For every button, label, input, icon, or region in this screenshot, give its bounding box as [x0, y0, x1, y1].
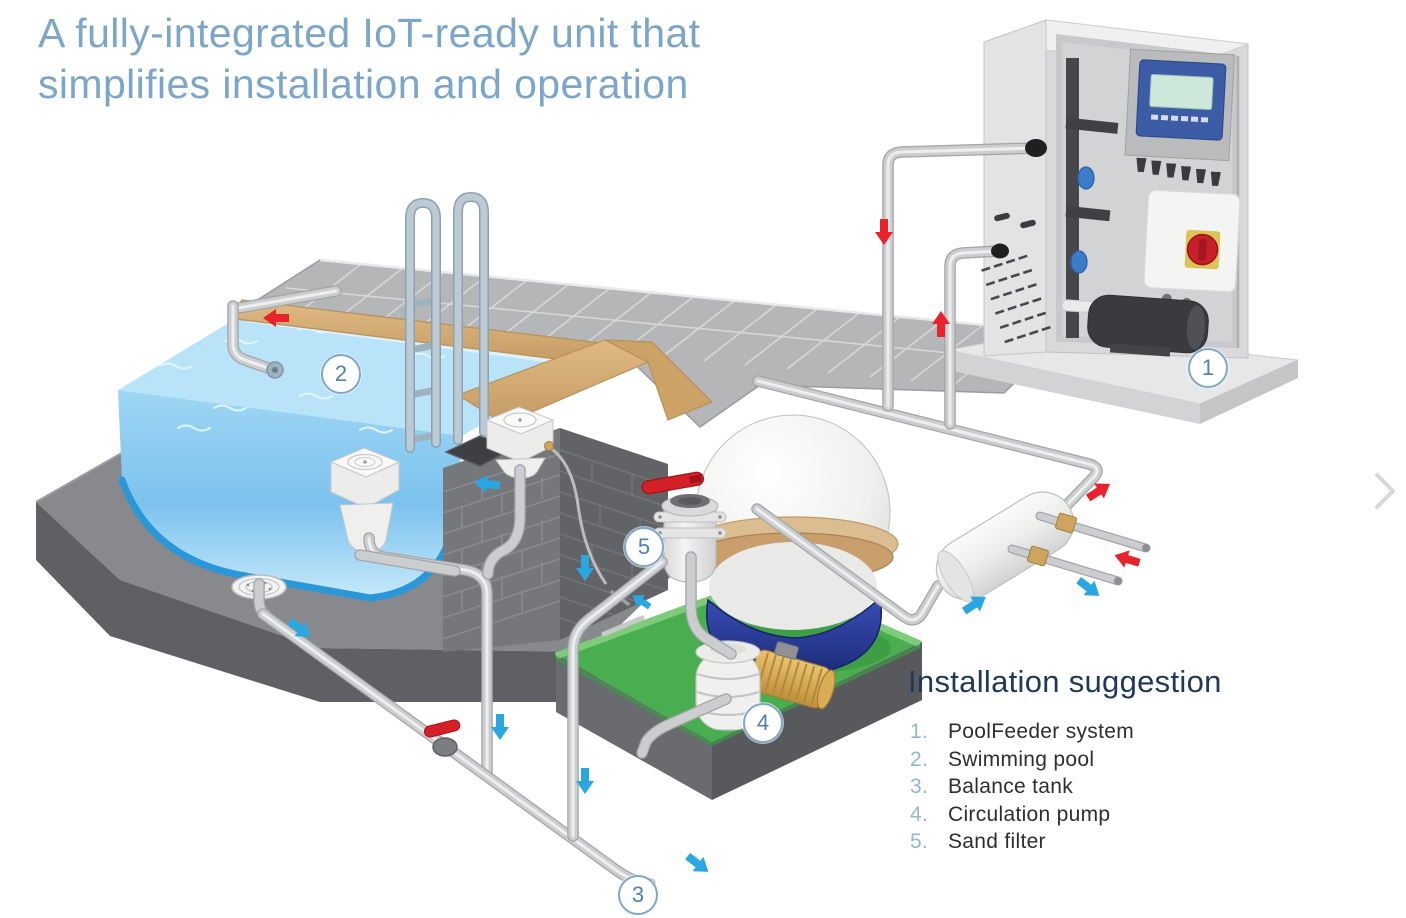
legend: Installation suggestion 1. PoolFeeder sys…: [908, 664, 1338, 858]
legend-item-label: Circulation pump: [948, 802, 1111, 826]
page-title: A fully-integrated IoT-ready unit that s…: [38, 8, 938, 110]
cabinet-controller: [1124, 48, 1235, 162]
brick-pillar: [443, 428, 668, 652]
legend-item-poolfeeder-system: 1. PoolFeeder system: [910, 720, 1338, 748]
controller-screen: [1149, 74, 1214, 111]
legend-item-number: 5.: [910, 830, 929, 853]
callout-3-balance-tank: 3: [618, 875, 658, 915]
callout-4-circulation-pump: 4: [743, 703, 783, 743]
legend-item-number: 3.: [910, 775, 929, 798]
legend-item-label: Balance tank: [948, 775, 1074, 798]
spare-rod: [601, 615, 645, 637]
legend-item-label: Swimming pool: [948, 747, 1095, 771]
chevron-right-icon: [1375, 473, 1395, 509]
heat-exchanger: [935, 491, 1150, 603]
callout-number: 3: [631, 882, 645, 907]
multiport-valve: [641, 471, 727, 583]
callout-number: 4: [756, 710, 770, 735]
callout-5-sand-filter: 5: [624, 527, 664, 567]
cabinet-piping: [888, 139, 1047, 424]
cabinet-vents: [981, 212, 1051, 344]
callout-2-swimming-pool: 2: [321, 354, 361, 394]
legend-item-number: 2.: [910, 747, 929, 771]
pool-ladder: [405, 191, 489, 453]
callout-1-poolfeeder-system: 1: [1188, 348, 1228, 388]
circulation-pump: [695, 640, 836, 731]
pump-piping: [573, 509, 938, 836]
power-box: [1143, 189, 1241, 308]
legend-list: 1. PoolFeeder system 2. Swimming pool 3. Ba…: [910, 720, 1338, 858]
pump-motor: [748, 641, 836, 710]
valve-handle: [641, 471, 705, 495]
legend-item-balance-tank: 3. Balance tank: [910, 775, 1338, 803]
title-line-1: A fully-integrated IoT-ready unit that: [38, 10, 701, 56]
balance-tank-piping: [259, 470, 650, 884]
pool-coping: [226, 299, 714, 425]
title-line-2: simplifies installation and operation: [38, 60, 689, 107]
legend-heading: Installation suggestion: [908, 664, 1222, 699]
carousel-next-button[interactable]: [1370, 468, 1400, 514]
legend-item-swimming-pool: 2. Swimming pool: [910, 748, 1338, 776]
legend-item-label: Sand filter: [948, 830, 1046, 853]
callout-number: 1: [1201, 355, 1215, 380]
cabinet-internal-piping: [1061, 58, 1133, 338]
legend-item-label: PoolFeeder system: [948, 720, 1135, 743]
skimmer-left: [329, 447, 401, 553]
legend-item-number: 1.: [910, 720, 929, 743]
cabinet-pump: [1087, 294, 1209, 357]
legend-item-circulation-pump: 4. Circulation pump: [910, 803, 1338, 831]
legend-item-sand-filter: 5. Sand filter: [910, 830, 1338, 858]
pool-return-inlet: [233, 291, 336, 379]
poolfeeder-cabinet: [947, 19, 1300, 424]
skimmer-right: [485, 406, 555, 479]
callout-number: 5: [637, 534, 651, 559]
cable-glands: [1136, 157, 1221, 187]
legend-item-number: 4.: [910, 802, 929, 826]
shutoff-valve: [423, 719, 461, 757]
callout-number: 2: [334, 361, 348, 386]
